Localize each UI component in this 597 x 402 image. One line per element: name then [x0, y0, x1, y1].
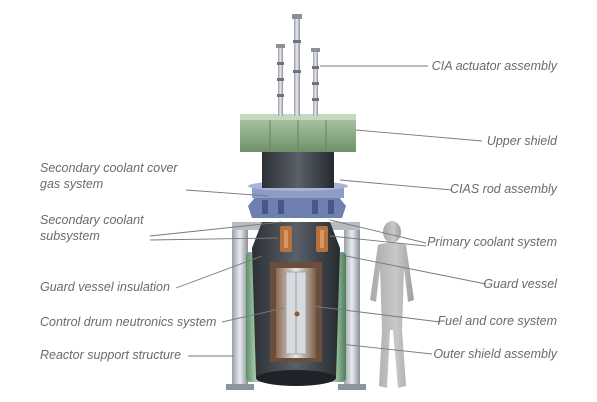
label-reactor-support: Reactor support structure	[40, 348, 181, 362]
label-line: Secondary coolant	[40, 213, 144, 227]
leader-line	[185, 189, 269, 197]
label-cias-rod: CIAS rod assembly	[450, 182, 558, 196]
leader-line	[221, 307, 285, 323]
leader-line	[355, 129, 483, 142]
label-control-drum: Control drum neutronics system	[40, 315, 216, 329]
label-guard-vessel-insulation: Guard vessel insulation	[40, 280, 170, 294]
leader-line	[345, 255, 487, 285]
label-line: Guard vessel	[483, 277, 558, 291]
label-line: Fuel and core system	[438, 314, 558, 328]
label-line: subsystem	[40, 229, 100, 243]
leader-line	[339, 343, 433, 355]
label-secondary-subsystem: Secondary coolant subsystem	[40, 213, 144, 243]
label-line: CIAS rod assembly	[450, 182, 558, 196]
upper-column	[262, 150, 334, 188]
leader-lines	[149, 65, 487, 357]
label-line: Reactor support structure	[40, 348, 181, 362]
label-fuel-core: Fuel and core system	[438, 314, 558, 328]
leader-line	[149, 237, 279, 241]
label-guard-vessel: Guard vessel	[483, 277, 558, 291]
leader-line	[311, 305, 441, 323]
label-cia-actuator: CIA actuator assembly	[432, 59, 558, 73]
label-line: Primary coolant system	[427, 235, 557, 249]
label-primary-coolant: Primary coolant system	[427, 235, 557, 249]
core-region	[270, 262, 322, 362]
label-upper-shield: Upper shield	[487, 134, 558, 148]
leader-line	[329, 219, 427, 244]
cia-actuator-rods	[276, 14, 320, 116]
label-line: Secondary coolant cover	[40, 161, 178, 175]
leader-line	[339, 179, 453, 191]
leader-line	[149, 221, 283, 237]
human-scale-silhouette	[370, 221, 414, 388]
label-line: Control drum neutronics system	[40, 315, 216, 329]
label-outer-shield: Outer shield assembly	[433, 347, 557, 361]
label-line: gas system	[40, 177, 103, 191]
label-secondary-cover-gas: Secondary coolant cover gas system	[40, 161, 178, 191]
leader-line	[175, 255, 263, 289]
leader-line	[329, 235, 427, 247]
upper-shield-block	[240, 114, 356, 152]
label-line: CIA actuator assembly	[432, 59, 558, 73]
label-line: Outer shield assembly	[433, 347, 557, 361]
primary-coolant-copper	[280, 226, 328, 252]
label-line: Guard vessel insulation	[40, 280, 170, 294]
label-line: Upper shield	[487, 134, 558, 148]
